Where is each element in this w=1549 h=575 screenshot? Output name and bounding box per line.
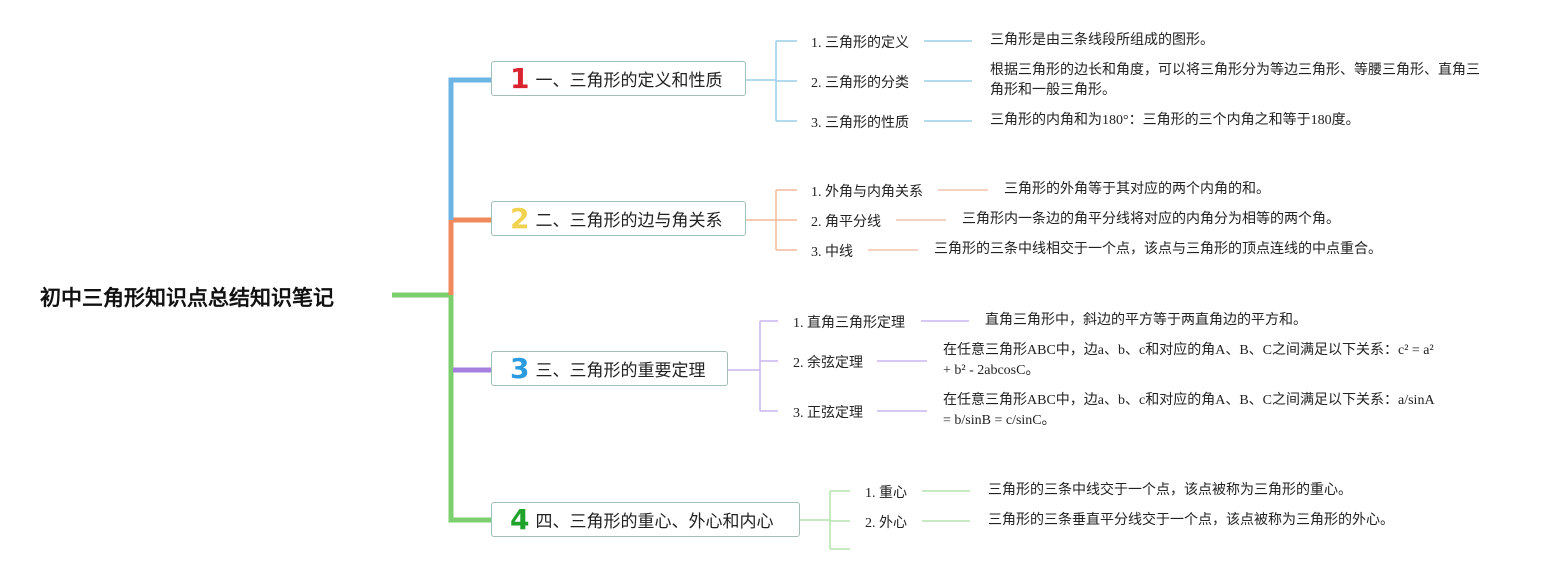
number-4-icon: 4 bbox=[510, 502, 530, 536]
subtopic-label[interactable]: 1. 三角形的定义 bbox=[811, 36, 909, 51]
subtopic-description[interactable]: 在任意三角形ABC中，边a、b、c和对应的角A、B、C之间满足以下关系：a/si… bbox=[943, 393, 1434, 428]
subtopic-label[interactable]: 3. 中线 bbox=[811, 245, 853, 260]
subtopic-description[interactable]: 三角形内一条边的角平分线将对应的内角分为相等的两个角。 bbox=[962, 212, 1340, 227]
branch-topic-4[interactable]: 4 四、三角形的重心、外心和内心 bbox=[491, 502, 800, 537]
subtopic-label[interactable]: 2. 角平分线 bbox=[811, 215, 881, 230]
root-topic[interactable]: 初中三角形知识点总结知识笔记 bbox=[40, 286, 334, 310]
branch-title: 三、三角形的重要定理 bbox=[535, 361, 706, 381]
number-1-icon: 1 bbox=[510, 61, 530, 95]
subtopic-label[interactable]: 3. 正弦定理 bbox=[793, 406, 863, 421]
branch-topic-1[interactable]: 1 一、三角形的定义和性质 bbox=[491, 61, 746, 96]
branch-topic-2[interactable]: 2 二、三角形的边与角关系 bbox=[491, 201, 746, 236]
number-2-icon: 2 bbox=[510, 201, 530, 235]
subtopic-description[interactable]: 三角形的三条中线相交于一个点，该点与三角形的顶点连线的中点重合。 bbox=[934, 242, 1382, 257]
subtopic-label[interactable]: 2. 外心 bbox=[865, 516, 907, 531]
number-3-icon: 3 bbox=[510, 351, 530, 385]
branch-title: 一、三角形的定义和性质 bbox=[535, 71, 723, 91]
subtopic-label[interactable]: 2. 余弦定理 bbox=[793, 356, 863, 371]
subtopic-label[interactable]: 3. 三角形的性质 bbox=[811, 116, 909, 131]
subtopic-description[interactable]: 三角形的内角和为180°：三角形的三个内角之和等于180度。 bbox=[990, 113, 1360, 128]
subtopic-label[interactable]: 1. 直角三角形定理 bbox=[793, 316, 905, 331]
branch-title: 二、三角形的边与角关系 bbox=[535, 211, 723, 231]
branch-topic-3[interactable]: 3 三、三角形的重要定理 bbox=[491, 351, 728, 386]
subtopic-label[interactable]: 2. 三角形的分类 bbox=[811, 76, 909, 91]
subtopic-description[interactable]: 在任意三角形ABC中，边a、b、c和对应的角A、B、C之间满足以下关系：c² =… bbox=[943, 343, 1434, 378]
subtopic-description[interactable]: 三角形是由三条线段所组成的图形。 bbox=[990, 33, 1214, 48]
subtopic-label[interactable]: 1. 重心 bbox=[865, 486, 907, 501]
branch-title: 四、三角形的重心、外心和内心 bbox=[535, 512, 774, 532]
subtopic-description[interactable]: 三角形的三条垂直平分线交于一个点，该点被称为三角形的外心。 bbox=[988, 513, 1394, 528]
subtopic-description[interactable]: 直角三角形中，斜边的平方等于两直角边的平方和。 bbox=[985, 313, 1307, 328]
subtopic-description[interactable]: 根据三角形的边长和角度，可以将三角形分为等边三角形、等腰三角形、直角三角形和一般… bbox=[990, 63, 1480, 98]
subtopic-label[interactable]: 1. 外角与内角关系 bbox=[811, 185, 923, 200]
subtopic-description[interactable]: 三角形的外角等于其对应的两个内角的和。 bbox=[1004, 182, 1270, 197]
subtopic-description[interactable]: 三角形的三条中线交于一个点，该点被称为三角形的重心。 bbox=[988, 483, 1352, 498]
